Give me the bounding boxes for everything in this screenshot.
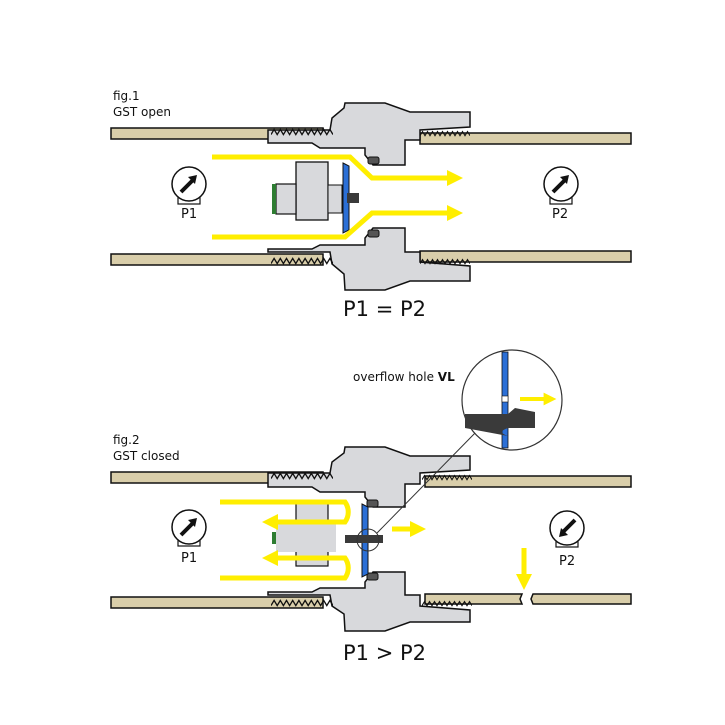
fig1-valve-disc — [342, 162, 350, 234]
fig1-flow-arrow-bottom — [212, 204, 464, 240]
fig2-callout-small-circle — [356, 528, 380, 552]
fig2-green-seal — [272, 532, 276, 544]
fig2-equation: P1 > P2 — [343, 641, 426, 665]
fig1-piston-rod — [327, 184, 343, 214]
fig2-gauge-p1: P1 — [171, 509, 207, 566]
fig2-pipe-right-bottom-b — [530, 593, 632, 605]
fig1-pipe-left-bottom — [110, 253, 324, 266]
fig2-callout-magnified — [461, 349, 563, 451]
fig2-flow-arrow-top — [220, 499, 351, 531]
fig1-valve-body-bottom — [267, 227, 471, 291]
fig2-rod — [345, 535, 383, 543]
fig1-piston — [295, 161, 329, 221]
fig2-flow-arrow-bottom — [220, 549, 351, 581]
needle-icon — [561, 518, 577, 534]
figure-1: fig.1 GST open — [110, 89, 632, 321]
fig1-pipe-right-top — [419, 132, 632, 145]
fig1-green-seal — [272, 184, 276, 214]
fig1-piston-stem — [275, 183, 297, 215]
fig2-p1-label: P1 — [181, 551, 197, 566]
callout-text: overflow hole — [353, 370, 438, 384]
needle-icon — [179, 178, 195, 194]
fig1-gauge-p1: P1 — [171, 166, 207, 222]
fig1-seal — [367, 156, 380, 165]
fig1-seal — [367, 229, 380, 238]
needle-icon — [179, 521, 195, 537]
fig1-gauge-p2: P2 — [543, 166, 579, 222]
fig1-p2-label: P2 — [552, 207, 568, 222]
fig2-caption-title: GST closed — [113, 449, 180, 463]
fig2-callout-line — [376, 429, 479, 534]
fig1-nut — [347, 193, 359, 203]
fig1-p1-label: P1 — [181, 207, 197, 222]
fig1-caption-number: fig.1 — [113, 89, 140, 103]
fig2-callout-label: overflow hole VL — [353, 370, 455, 384]
fig2-caption-number: fig.2 — [113, 433, 140, 447]
needle-icon — [551, 178, 567, 194]
fig2-piston-stem — [276, 524, 336, 552]
fig2-gauge-p2: P2 — [549, 510, 585, 569]
fig2-pipe-right-top — [424, 475, 632, 488]
fig1-equation: P1 = P2 — [343, 297, 426, 321]
fig2-seal — [366, 499, 379, 508]
fig1-caption-title: GST open — [113, 105, 171, 119]
figure-2: fig.2 GST closed — [110, 349, 632, 665]
callout-bold: VL — [438, 370, 455, 384]
fig2-valve-body-bottom — [267, 571, 471, 632]
fig2-valve-body-top — [267, 446, 471, 508]
fig1-flow-arrow-top — [212, 154, 464, 187]
fig2-p2-label: P2 — [559, 554, 575, 569]
fig2-seal — [366, 572, 379, 581]
